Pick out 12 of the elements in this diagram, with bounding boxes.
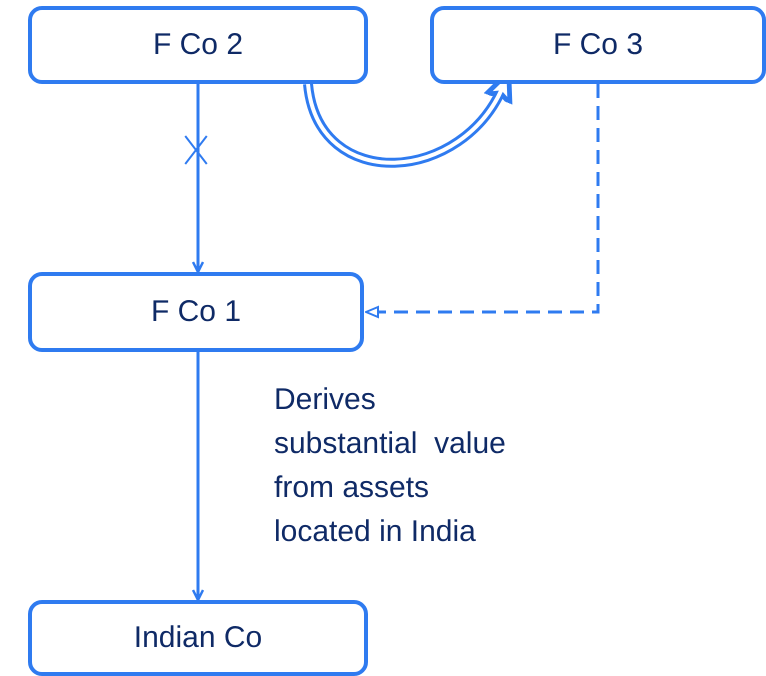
company-name: F Co 2: [152, 28, 244, 62]
company-box: [28, 6, 368, 84]
edge-label: Derives substantial value from assets located in India: [274, 382, 507, 550]
company-name: Indian Co: [134, 621, 262, 655]
arrow: [192, 84, 204, 274]
arrow: [192, 352, 204, 602]
company-box: [28, 272, 364, 352]
dashed-arrow: [365, 84, 600, 318]
company-name: F Co 3: [552, 28, 644, 62]
company-box: [430, 6, 766, 84]
company-name: F Co 1: [150, 295, 242, 329]
company-box: [28, 600, 368, 676]
